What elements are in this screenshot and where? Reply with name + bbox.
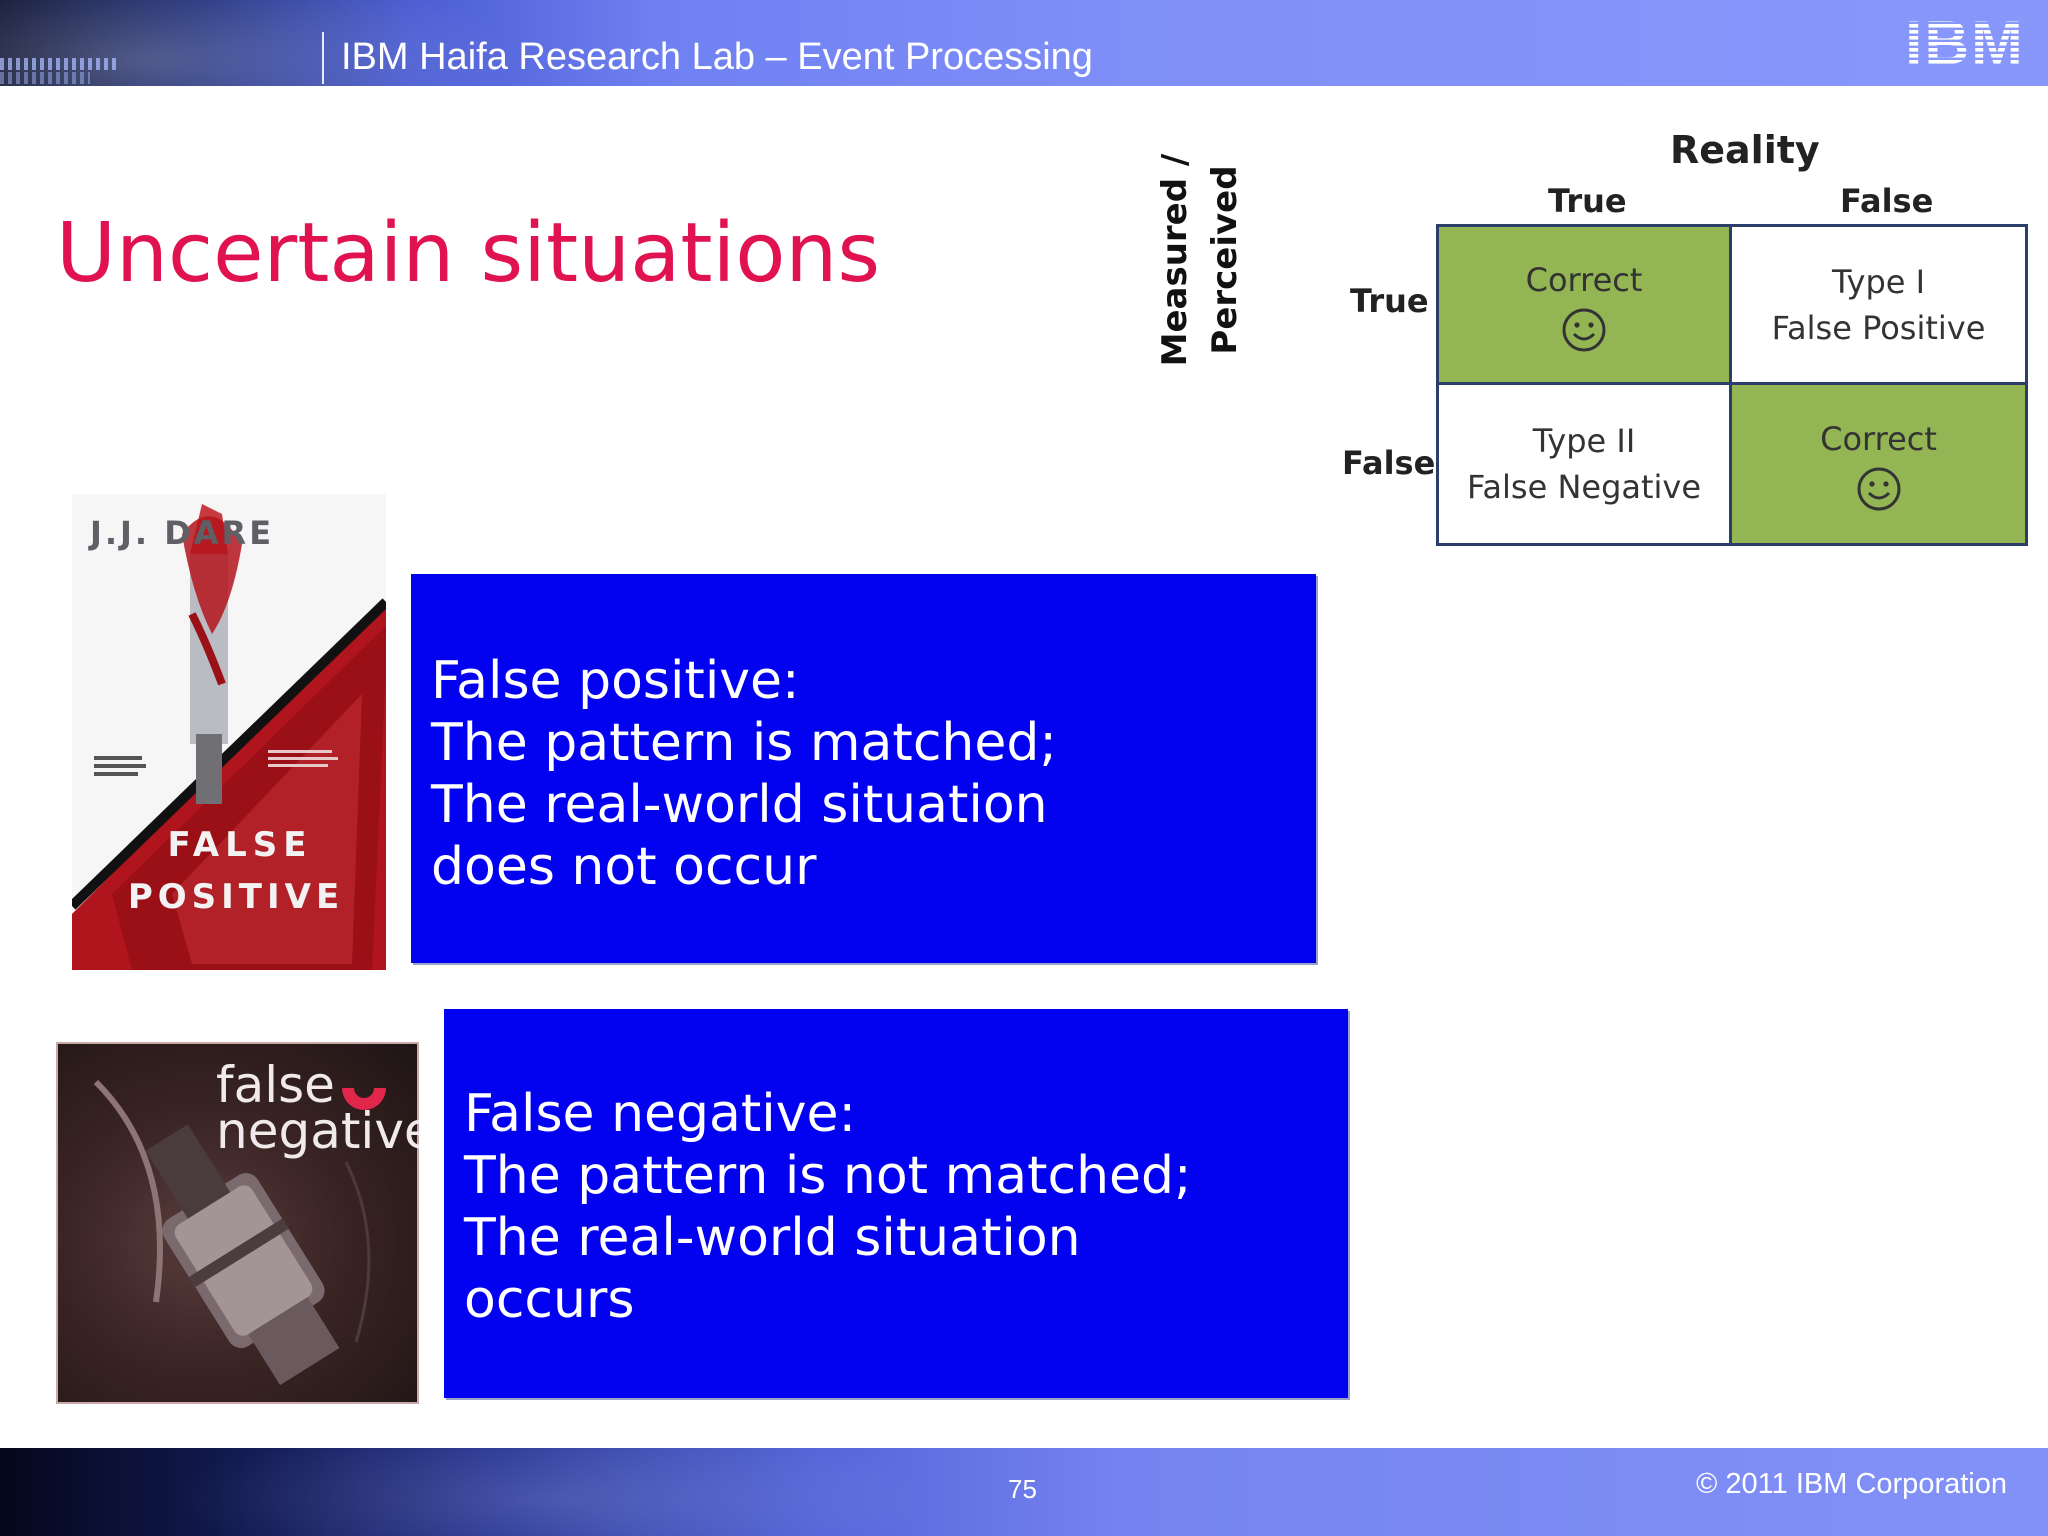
cell-line1: Type II: [1532, 422, 1636, 460]
measured-label-text: Measured / Perceived: [1155, 153, 1245, 367]
box-line: The real-world situation: [464, 1208, 1081, 1268]
ibm-logo: IBM: [1905, 12, 2025, 70]
cell-false-true: Type II False Negative: [1439, 385, 1732, 543]
copyright-notice: © 2011 IBM Corporation: [1696, 1468, 2007, 1500]
cell-line2: False Negative: [1466, 468, 1702, 506]
cover-author: J.J. DARE: [88, 514, 274, 552]
header-dots-decoration: [0, 72, 90, 84]
false-negative-cover-art: false negative: [56, 1042, 419, 1404]
header-bar: IBM Haifa Research Lab – Event Processin…: [0, 0, 2048, 86]
cover-title-line1: FALSE: [167, 825, 312, 865]
false-positive-description-box: False positive: The pattern is matched; …: [411, 574, 1316, 963]
smiley-icon: [1857, 467, 1900, 511]
cell-false-false: Correct: [1732, 385, 2025, 543]
header-divider: [322, 32, 324, 84]
row-header-false: False: [1342, 444, 1436, 482]
header-dots-decoration: [0, 58, 120, 70]
header-decoration: [0, 0, 580, 86]
cell-line1: Correct: [1525, 260, 1643, 299]
false-negative-album-cover: false negative: [56, 1042, 419, 1404]
confusion-matrix: Correct Type I False Positive Type II Fa…: [1436, 224, 2028, 546]
box-line: The pattern is matched;: [431, 713, 1057, 773]
box-line: False positive:: [431, 651, 800, 711]
row-header-true: True: [1350, 282, 1429, 320]
false-positive-cover-art: J.J. DARE FALSE POSITIVE: [72, 494, 386, 970]
box-line: False negative:: [464, 1084, 857, 1144]
slide-title: Uncertain situations: [56, 206, 881, 301]
false-positive-book-cover: J.J. DARE FALSE POSITIVE: [72, 494, 386, 970]
box-line: The pattern is not matched;: [464, 1146, 1192, 1206]
smiley-icon: [1562, 308, 1606, 351]
cover-word1: false: [216, 1056, 335, 1114]
footer-decoration: [100, 1448, 1000, 1536]
cover-title-line2: POSITIVE: [128, 877, 344, 917]
box-line: does not occur: [431, 837, 817, 897]
ibm-logo-text: IBM: [1905, 12, 2025, 70]
column-header-true: True: [1548, 182, 1627, 220]
cell-line2: False Positive: [1771, 308, 1986, 347]
box-line: The real-world situation: [431, 775, 1048, 835]
reality-label: Reality: [1670, 128, 1820, 172]
column-header-false: False: [1840, 182, 1934, 220]
cell-true-false: Type I False Positive: [1732, 227, 2025, 385]
false-negative-description-box: False negative: The pattern is not match…: [444, 1009, 1348, 1398]
header-title: IBM Haifa Research Lab – Event Processin…: [341, 36, 1093, 78]
cell-line1: Correct: [1820, 420, 1937, 458]
footer-bar: [0, 1448, 2048, 1536]
box-line: occurs: [464, 1270, 635, 1330]
cover-word2: negative: [216, 1102, 419, 1160]
cell-line1: Type I: [1831, 262, 1926, 301]
page-number: 75: [1008, 1474, 1037, 1504]
cell-true-true: Correct: [1439, 227, 1732, 385]
measured-perceived-label: Measured / Perceived: [1150, 130, 1250, 390]
